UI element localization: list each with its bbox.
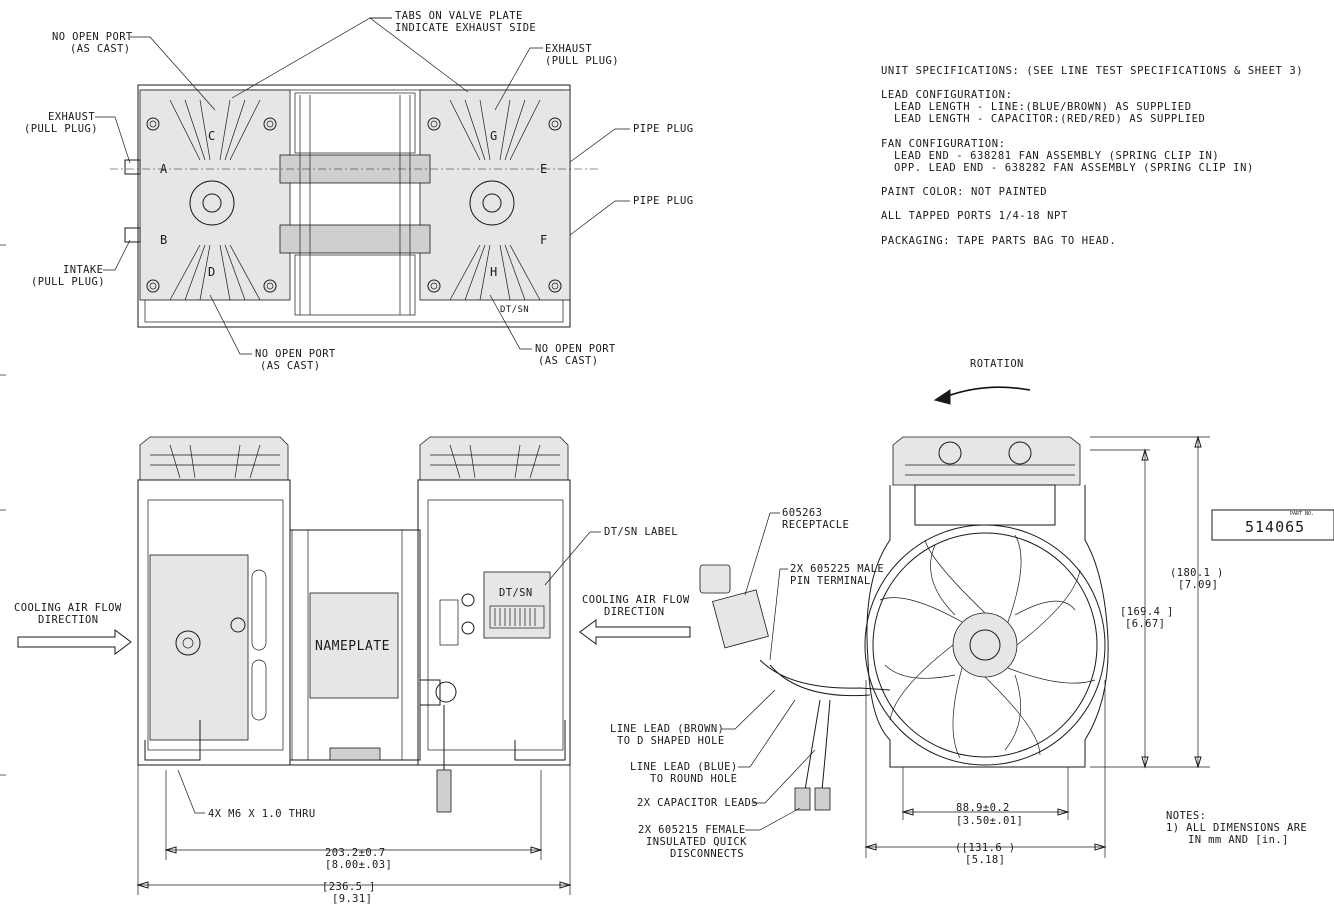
cooling-left-line2: DIRECTION bbox=[38, 614, 99, 626]
top-view-pump bbox=[110, 84, 600, 328]
male-pin-line2: PIN TERMINAL bbox=[790, 575, 871, 587]
port-letter-g: G bbox=[490, 129, 498, 143]
receptacle-line1: 605263 bbox=[782, 507, 822, 519]
cooling-right-line1: COOLING AIR FLOW bbox=[582, 594, 690, 606]
female-line1: 2X 605215 FEMALE bbox=[638, 824, 746, 836]
intake-line1: INTAKE bbox=[63, 264, 103, 276]
spec-line-2: LEAD CONFIGURATION: bbox=[881, 89, 1013, 101]
top-view-callouts: TABS ON VALVE PLATE INDICATE EXHAUST SID… bbox=[24, 10, 694, 372]
port-letters: A B C D E F G H bbox=[160, 129, 548, 279]
notes-title: NOTES: bbox=[1166, 810, 1206, 822]
no-open-port-br-line2: (AS CAST) bbox=[538, 355, 599, 367]
dtsn-small: DT/SN bbox=[500, 305, 529, 315]
female-line3: DISCONNECTS bbox=[670, 848, 744, 860]
airflow-arrow-right bbox=[579, 619, 691, 645]
part-no-value: 514065 bbox=[1245, 518, 1305, 536]
airflow-arrow-left bbox=[17, 629, 132, 655]
exhaust-left-line1: EXHAUST bbox=[48, 111, 95, 123]
spec-line-9: ALL TAPPED PORTS 1/4-18 NPT bbox=[881, 210, 1068, 222]
dim-131-in: [5.18] bbox=[965, 854, 1005, 866]
tabs-label-line1: TABS ON VALVE PLATE bbox=[395, 10, 523, 22]
dim-203-in: [8.00±.03] bbox=[325, 859, 392, 871]
line-brown-line1: LINE LEAD (BROWN) bbox=[610, 723, 724, 735]
nameplate-text: NAMEPLATE bbox=[315, 639, 390, 654]
spec-line-6: LEAD END - 638281 FAN ASSEMBLY (SPRING C… bbox=[894, 150, 1219, 162]
male-pin-line1: 2X 605225 MALE bbox=[790, 563, 884, 575]
spec-line-5: FAN CONFIGURATION: bbox=[881, 138, 1006, 150]
capacitor-leads: 2X CAPACITOR LEADS bbox=[637, 797, 758, 809]
specifications-block: UNIT SPECIFICATIONS: (SEE LINE TEST SPEC… bbox=[881, 65, 1303, 247]
spec-line-4: LEAD LENGTH - CAPACITOR:(RED/RED) AS SUP… bbox=[894, 113, 1205, 125]
no-open-port-bl-line2: (AS CAST) bbox=[260, 360, 321, 372]
dim-180-in: [7.09] bbox=[1178, 579, 1218, 591]
cooling-left-line1: COOLING AIR FLOW bbox=[14, 602, 122, 614]
pipe-plug-1: PIPE PLUG bbox=[633, 123, 694, 135]
dim-236-in: [9.31] bbox=[332, 893, 372, 905]
receptacle-line2: RECEPTACLE bbox=[782, 519, 849, 531]
female-line2: INSULATED QUICK bbox=[646, 836, 747, 848]
port-letter-e: E bbox=[540, 162, 548, 176]
rotation-arrow bbox=[944, 386, 1031, 398]
port-letter-c: C bbox=[208, 129, 216, 143]
exhaust-right-line2: (PULL PLUG) bbox=[545, 55, 619, 67]
notes-line2: IN mm AND [in.] bbox=[1188, 834, 1289, 846]
side-view-fan bbox=[864, 436, 1109, 768]
spec-line-3: LEAD LENGTH - LINE:(BLUE/BROWN) AS SUPPL… bbox=[894, 101, 1192, 113]
port-letter-h: H bbox=[490, 265, 498, 279]
exhaust-left-line2: (PULL PLUG) bbox=[24, 123, 98, 135]
no-open-port-tl-line1: NO OPEN PORT bbox=[52, 31, 133, 43]
line-brown-line2: TO D SHAPED HOLE bbox=[617, 735, 725, 747]
spec-line-1: UNIT SPECIFICATIONS: (SEE LINE TEST SPEC… bbox=[881, 65, 1303, 77]
spec-line-7: OPP. LEAD END - 638282 FAN ASSEMBLY (SPR… bbox=[894, 162, 1254, 174]
no-open-port-tl-line2: (AS CAST) bbox=[70, 43, 131, 55]
pipe-plug-2: PIPE PLUG bbox=[633, 195, 694, 207]
cooling-right-line2: DIRECTION bbox=[604, 606, 665, 618]
line-blue-line1: LINE LEAD (BLUE) bbox=[630, 761, 738, 773]
port-letter-a: A bbox=[160, 162, 168, 176]
dim-88-in: [3.50±.01] bbox=[956, 815, 1023, 827]
dim-131-mm: ([131.6 ) bbox=[955, 842, 1016, 854]
spec-line-8: PAINT COLOR: NOT PAINTED bbox=[881, 186, 1047, 198]
spec-line-10: PACKAGING: TAPE PARTS BAG TO HEAD. bbox=[881, 235, 1116, 247]
exhaust-right-line1: EXHAUST bbox=[545, 43, 592, 55]
notes-block: NOTES: 1) ALL DIMENSIONS ARE IN mm AND [… bbox=[1166, 810, 1307, 846]
port-letter-b: B bbox=[160, 233, 168, 247]
dim-88-mm: 88.9±0.2 bbox=[956, 802, 1010, 814]
side-view-labels: ROTATION 605263 RECEPTACLE 2X 605225 MAL… bbox=[610, 358, 1224, 866]
notes-line1: 1) ALL DIMENSIONS ARE bbox=[1166, 822, 1307, 834]
dtsn-label-callout: DT/SN LABEL bbox=[604, 526, 678, 538]
dim-169-mm: [169.4 ] bbox=[1120, 606, 1174, 618]
holes-callout: 4X M6 X 1.0 THRU bbox=[208, 808, 316, 820]
dim-203-mm: 203.2±0.7 bbox=[325, 847, 386, 859]
rotation-label: ROTATION bbox=[970, 358, 1024, 370]
dtsn-text: DT/SN bbox=[499, 587, 533, 599]
part-number-box: PART NO. 514065 bbox=[1211, 509, 1334, 541]
tabs-label-line2: INDICATE EXHAUST SIDE bbox=[395, 22, 536, 34]
intake-line2: (PULL PLUG) bbox=[31, 276, 105, 288]
dim-180-mm: (180.1 ) bbox=[1170, 567, 1224, 579]
dim-169-in: [6.67] bbox=[1125, 618, 1165, 630]
front-view-pump bbox=[137, 436, 571, 813]
no-open-port-br-line1: NO OPEN PORT bbox=[535, 343, 616, 355]
no-open-port-bl-line1: NO OPEN PORT bbox=[255, 348, 336, 360]
front-view-labels: NAMEPLATE DT/SN COOLING AIR FLOW DIRECTI… bbox=[14, 526, 691, 905]
port-letter-f: F bbox=[540, 233, 548, 247]
port-letter-d: D bbox=[208, 265, 216, 279]
part-no-caption: PART NO. bbox=[1290, 511, 1314, 517]
dim-236-mm: [236.5 ] bbox=[322, 881, 376, 893]
sheet-border-ticks bbox=[0, 244, 6, 776]
line-blue-line2: TO ROUND HOLE bbox=[650, 773, 737, 785]
